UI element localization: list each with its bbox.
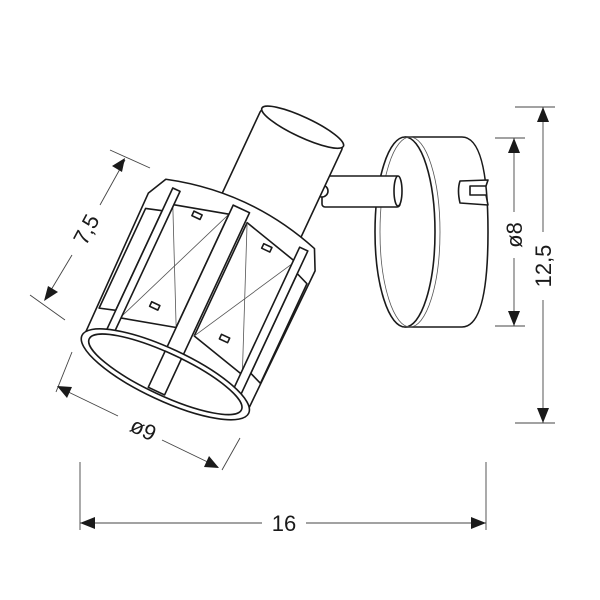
arm bbox=[315, 175, 403, 208]
width-label: 16 bbox=[272, 511, 296, 536]
plate-diameter-label: ø8 bbox=[502, 222, 527, 248]
height-label: 12,5 bbox=[531, 245, 556, 288]
shade-height-label: 7,5 bbox=[68, 210, 104, 249]
mounting-slot bbox=[457, 179, 489, 206]
wall-plate bbox=[374, 136, 489, 328]
shade bbox=[80, 178, 316, 421]
lamp-head bbox=[80, 105, 345, 421]
dimension-height: 12,5 bbox=[515, 106, 556, 424]
dimension-plate-diameter: ø8 bbox=[495, 137, 527, 327]
shade-diameter-label: ø9 bbox=[126, 412, 160, 446]
dimension-width: 16 bbox=[79, 462, 487, 536]
